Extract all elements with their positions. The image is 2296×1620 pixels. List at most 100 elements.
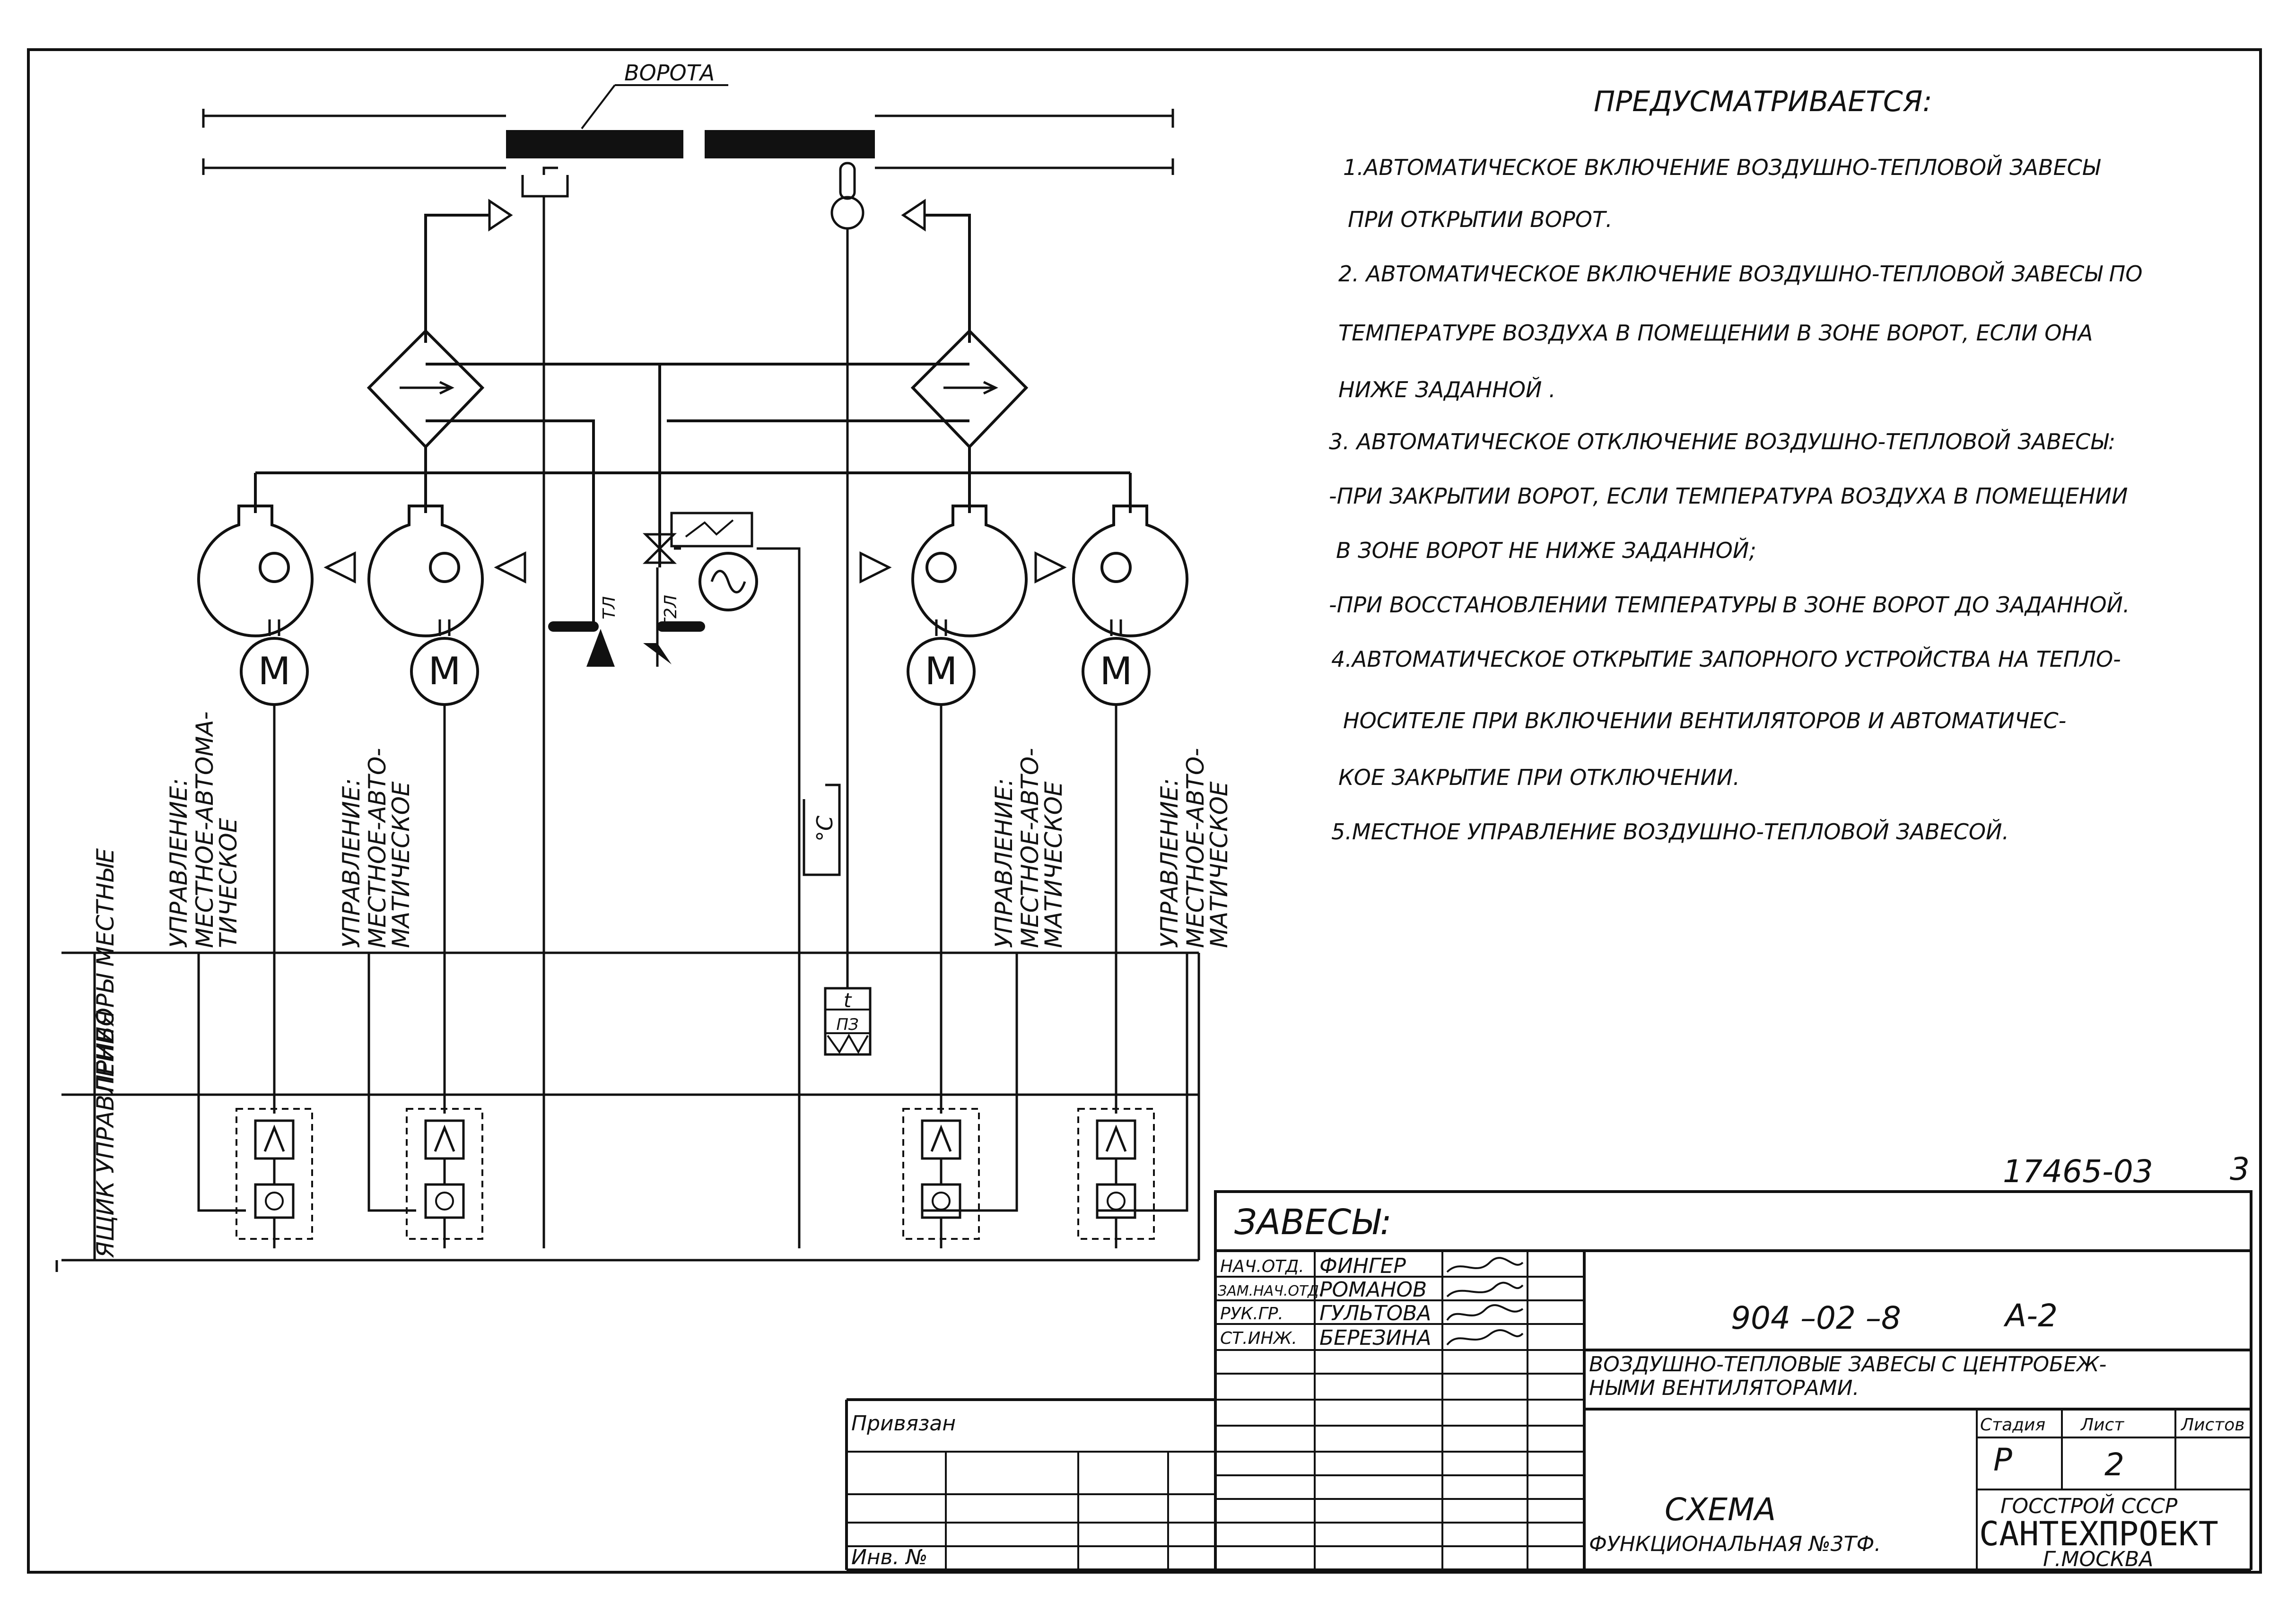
album-code: А-2 — [2003, 1298, 2058, 1334]
page-number: 3 — [2230, 1151, 2250, 1187]
motor-3-letter: М — [925, 649, 957, 693]
relay-symbol: t — [844, 989, 852, 1012]
note-line-9: -ПРИ ВОССТАНОВЛЕНИИ ТЕМПЕРАТУРЫ В ЗОНЕ В… — [1329, 592, 2130, 618]
requirements-notes: ПРЕДУСМАТРИВАЕТСЯ: 1.АВТОМАТИЧЕСКОЕ ВКЛЮ… — [1329, 85, 2142, 845]
motor-1: М — [240, 637, 309, 706]
org-line-1: ГОССТРОЙ СССР — [2000, 1493, 2178, 1518]
control-panel-grid: ПРИБОРЫ МЕСТНЫЕ ЯЩИК УПРАВЛЕНИЯ УПРАВЛЕН… — [55, 705, 1233, 1272]
staff-role-1: НАЧ.ОТД. — [1220, 1257, 1304, 1276]
svg-text:УПРАВЛЕНИЕ:: УПРАВЛЕНИЕ: — [990, 778, 1018, 948]
title-block: 17465-03 3 ЗАВЕСЫ: НАЧ.ОТД. ФИНГЕР ЗАМ.Н… — [845, 1151, 2252, 1571]
actuator-box-icon — [670, 512, 753, 548]
sheet-value: 2 — [2104, 1446, 2124, 1483]
svg-text:УПРАВЛЕНИЕ:: УПРАВЛЕНИЕ: — [1156, 778, 1183, 948]
staff-role-4: СТ.ИНЖ. — [1220, 1329, 1297, 1348]
fan-4 — [1034, 505, 1188, 637]
actuator-motor-icon — [698, 552, 758, 611]
note-line-8: В ЗОНЕ ВОРОТ НЕ НИЖЕ ЗАДАННОЙ; — [1336, 538, 1756, 563]
note-line-11: НОСИТЕЛЕ ПРИ ВКЛЮЧЕНИИ ВЕНТИЛЯТОРОВ И АВ… — [1343, 708, 2066, 733]
fan-3 — [859, 505, 1028, 637]
control-unit-2-starter-icon — [424, 1183, 465, 1219]
control-unit-4-starter-icon — [1096, 1183, 1136, 1219]
sheet-frame — [27, 48, 2262, 1574]
air-nozzle-right-icon — [901, 199, 926, 232]
note-line-5: НИЖЕ ЗАДАННОЙ . — [1338, 377, 1556, 402]
limit-switch-icon — [521, 166, 569, 198]
drawing-name-1: СХЕМА — [1665, 1491, 1776, 1528]
svg-text:УПРАВЛЕНИЕ:: УПРАВЛЕНИЕ: — [338, 778, 365, 948]
sheet-code: 17465-03 — [2003, 1153, 2153, 1190]
staff-name-4: БЕРЕЗИНА — [1319, 1326, 1432, 1350]
fan-2-icon — [367, 505, 484, 637]
sheet-label: Лист — [2080, 1415, 2124, 1435]
stage-label: Стадия — [1980, 1415, 2045, 1435]
motor-3: М — [907, 637, 976, 706]
heater-right — [910, 329, 1029, 449]
control-label-1: УПРАВЛЕНИЕ: МЕСТНОЕ-АВТОМА- ТИЧЕСКОЕ — [165, 711, 242, 948]
note-line-6: 3. АВТОМАТИЧЕСКОЕ ОТКЛЮЧЕНИЕ ВОЗДУШНО-ТЕ… — [1329, 429, 2115, 454]
control-unit-3-starter-icon — [921, 1183, 961, 1219]
motor-2: М — [410, 637, 479, 706]
svg-text:МЕСТНОЕ-АВТОМА-: МЕСТНОЕ-АВТОМА- — [191, 711, 218, 948]
motor-2-letter: М — [428, 649, 461, 693]
control-unit-1-starter-icon — [254, 1183, 295, 1219]
notes-heading: ПРЕДУСМАТРИВАЕТСЯ: — [1594, 85, 1932, 118]
relay-code: ПЗ — [836, 1015, 858, 1034]
project-number: 904 –02 –8 — [1731, 1300, 1901, 1336]
thermostat-relay-icon — [824, 987, 872, 1056]
motor-1-letter: М — [258, 649, 290, 693]
note-line-3: 2. АВТОМАТИЧЕСКОЕ ВКЛЮЧЕНИЕ ВОЗДУШНО-ТЕП… — [1338, 261, 2142, 287]
org-line-3: Г.МОСКВА — [2043, 1547, 2153, 1571]
note-line-2: ПРИ ОТКРЫТИИ ВОРОТ. — [1348, 207, 1613, 232]
control-unit-2 — [406, 1108, 483, 1248]
svg-text:МЕСТНОЕ-АВТО-: МЕСТНОЕ-АВТО- — [1182, 748, 1209, 948]
fan-1-icon — [197, 505, 314, 637]
valve-tl-icon — [586, 629, 615, 667]
note-line-7: -ПРИ ЗАКРЫТИИ ВОРОТ, ЕСЛИ ТЕМПЕРАТУРА ВО… — [1329, 483, 2128, 509]
control-label-3: УПРАВЛЕНИЕ: МЕСТНОЕ-АВТО- МАТИЧЕСКОЕ — [990, 748, 1067, 948]
valve-assembly: TЛ Т2Л — [548, 512, 801, 1248]
svg-text:МАТИЧЕСКОЕ: МАТИЧЕСКОЕ — [387, 781, 415, 948]
staff-role-3: РУК.ГР. — [1220, 1304, 1283, 1324]
gate-label: ВОРОТА — [624, 60, 715, 86]
valve-t2l-tag: Т2Л — [661, 595, 681, 629]
motor-4: М — [1082, 637, 1151, 706]
fan-2 — [367, 505, 526, 637]
control-label-4: УПРАВЛЕНИЕ: МЕСТНОЕ-АВТО- МАТИЧЕСКОЕ — [1156, 748, 1233, 948]
control-valve-icon — [642, 533, 677, 564]
fan-4-icon — [1072, 505, 1188, 637]
air-nozzle-left-icon — [488, 199, 513, 232]
fan-3-icon — [911, 505, 1028, 637]
stage-value: Р — [1993, 1442, 2012, 1478]
linked-label: Привязан — [851, 1411, 956, 1436]
control-label-2: УПРАВЛЕНИЕ: МЕСТНОЕ-АВТО- МАТИЧЕСКОЕ — [338, 748, 415, 948]
control-unit-3 — [902, 1108, 980, 1248]
thermometer-unit: °С — [812, 816, 838, 842]
staff-name-3: ГУЛЬТОВА — [1319, 1301, 1431, 1325]
control-unit-4 — [1077, 1108, 1155, 1248]
signatures — [1446, 1257, 1524, 1346]
note-line-13: 5.МЕСТНОЕ УПРАВЛЕНИЕ ВОЗДУШНО-ТЕПЛОВОЙ З… — [1331, 819, 2009, 845]
drawing-name-2: ФУНКЦИОНАЛЬНАЯ №3ТФ. — [1589, 1532, 1881, 1556]
staff-role-2: ЗАМ.НАЧ.ОТД. — [1218, 1283, 1323, 1299]
gate-assembly: ВОРОТА — [202, 60, 1174, 230]
note-line-12: КОЕ ЗАКРЫТИЕ ПРИ ОТКЛЮЧЕНИИ. — [1338, 765, 1740, 790]
note-line-1: 1.АВТОМАТИЧЕСКОЕ ВКЛЮЧЕНИЕ ВОЗДУШНО-ТЕПЛ… — [1343, 155, 2101, 180]
sheets-label: Листов — [2180, 1415, 2244, 1435]
drawing-title-1: ВОЗДУШНО-ТЕПЛОВЫЕ ЗАВЕСЫ С ЦЕНТРОБЕЖ- — [1589, 1352, 2106, 1376]
control-unit-1 — [236, 1108, 313, 1248]
inv-label: Инв. № — [851, 1545, 927, 1569]
svg-text:МАТИЧЕСКОЕ: МАТИЧЕСКОЕ — [1040, 781, 1067, 948]
thermometer-icon — [839, 162, 856, 200]
svg-text:МЕСТНОЕ-АВТО-: МЕСТНОЕ-АВТО- — [364, 748, 391, 948]
svg-text:МАТИЧЕСКОЕ: МАТИЧЕСКОЕ — [1205, 781, 1233, 948]
fan-1 — [197, 505, 356, 637]
valve-tl-tag: TЛ — [600, 596, 619, 619]
note-line-10: 4.АВТОМАТИЧЕСКОЕ ОТКРЫТИЕ ЗАПОРНОГО УСТР… — [1331, 646, 2121, 672]
gate-leaf-right — [705, 130, 875, 158]
motor-4-letter: М — [1100, 649, 1132, 693]
temperature-indicator-icon — [803, 784, 841, 876]
panel-row-local-instruments: ПРИБОРЫ МЕСТНЫЕ — [92, 848, 119, 1092]
drawing-title-2: НЫМИ ВЕНТИЛЯТОРАМИ. — [1589, 1376, 1859, 1400]
